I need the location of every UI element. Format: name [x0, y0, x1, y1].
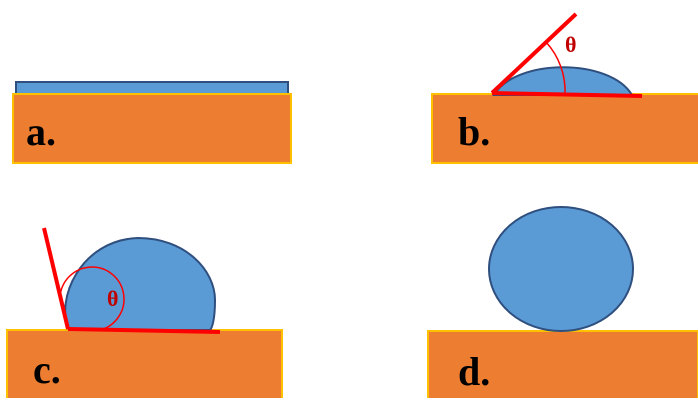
panel-b-theta: θ — [565, 32, 576, 57]
panel-a-film — [16, 82, 288, 94]
panel-c-label: c. — [33, 347, 61, 392]
panel-b: θ b. — [432, 14, 698, 163]
panel-d-droplet — [489, 207, 633, 331]
panel-a: a. — [13, 82, 291, 163]
panel-a-label: a. — [26, 109, 56, 154]
panel-d: d. — [428, 207, 698, 398]
panel-c-tangent-line — [44, 228, 68, 329]
panel-c: θ c. — [7, 228, 282, 398]
panel-c-theta: θ — [107, 286, 118, 311]
panel-b-label: b. — [458, 109, 490, 154]
panel-c-droplet — [65, 238, 215, 330]
panel-d-label: d. — [458, 349, 490, 394]
